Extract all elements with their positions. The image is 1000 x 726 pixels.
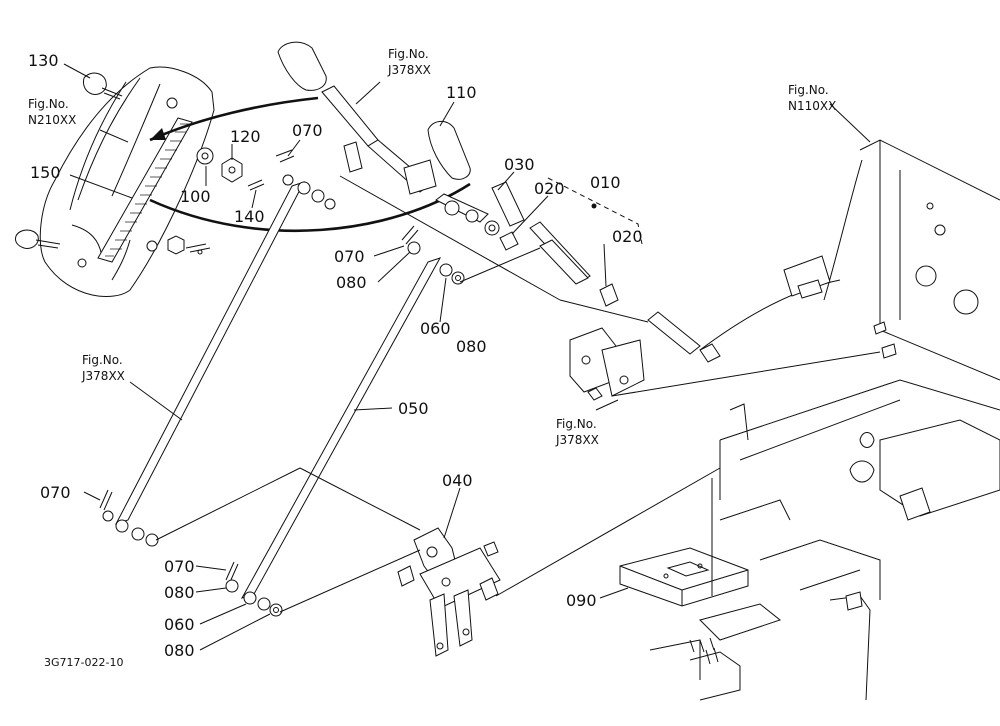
label-070-top: 070 bbox=[292, 121, 323, 140]
plate-090 bbox=[619, 547, 749, 607]
label-110: 110 bbox=[446, 83, 477, 102]
label-070-left: 070 bbox=[40, 483, 71, 502]
label-120: 120 bbox=[230, 127, 261, 146]
label-060-middle: 060 bbox=[420, 319, 451, 338]
label-060-bottom: 060 bbox=[164, 615, 195, 634]
fig-ref-j378-top-line1: Fig.No. bbox=[388, 47, 429, 61]
lever-assembly bbox=[277, 41, 721, 401]
drawing-code: 3G717-022-10 bbox=[44, 656, 123, 669]
label-020-upper: 020 bbox=[534, 179, 565, 198]
label-030: 030 bbox=[504, 155, 535, 174]
label-070-middle: 070 bbox=[334, 247, 365, 266]
label-070-bottom: 070 bbox=[164, 557, 195, 576]
label-080-middle-right: 080 bbox=[456, 337, 487, 356]
small-fasteners bbox=[146, 147, 265, 255]
fig-ref-j378-right-line2: J378XX bbox=[555, 433, 599, 447]
fig-ref-n210-line1: Fig.No. bbox=[28, 97, 69, 111]
label-130: 130 bbox=[28, 51, 59, 70]
label-040: 040 bbox=[442, 471, 473, 490]
fig-ref-j378-left-line1: Fig.No. bbox=[82, 353, 123, 367]
arrow-head-top bbox=[150, 128, 166, 140]
guide-plate bbox=[15, 66, 215, 297]
fig-ref-j378-left-line2: J378XX bbox=[81, 369, 125, 383]
part-number-labels: 130 150 120 100 140 070 110 030 020 010 … bbox=[28, 51, 643, 660]
label-150: 150 bbox=[30, 163, 61, 182]
label-020-right: 020 bbox=[612, 227, 643, 246]
fig-ref-j378-right-line1: Fig.No. bbox=[556, 417, 597, 431]
label-050: 050 bbox=[398, 399, 429, 418]
label-100: 100 bbox=[180, 187, 211, 206]
label-080-bottom: 080 bbox=[164, 583, 195, 602]
fig-ref-n110-line1: Fig.No. bbox=[788, 83, 829, 97]
label-080-middle: 080 bbox=[336, 273, 367, 292]
figure-references: Fig.No. N210XX Fig.No. J378XX Fig.No. N1… bbox=[28, 47, 836, 447]
arrow-curve-bottom bbox=[149, 182, 471, 233]
label-090: 090 bbox=[566, 591, 597, 610]
linkage-rods bbox=[99, 149, 465, 617]
chassis-frame bbox=[649, 139, 1000, 701]
label-080-lowest: 080 bbox=[164, 641, 195, 660]
fig-ref-n110-line2: N110XX bbox=[788, 99, 836, 113]
fig-ref-n210-line2: N210XX bbox=[28, 113, 76, 127]
fig-ref-j378-top-line2: J378XX bbox=[387, 63, 431, 77]
leader-lines bbox=[63, 63, 881, 651]
label-010: 010 bbox=[590, 173, 621, 192]
arrow-curve-top bbox=[149, 96, 319, 142]
label-140: 140 bbox=[234, 207, 265, 226]
bracket-040 bbox=[397, 527, 501, 657]
